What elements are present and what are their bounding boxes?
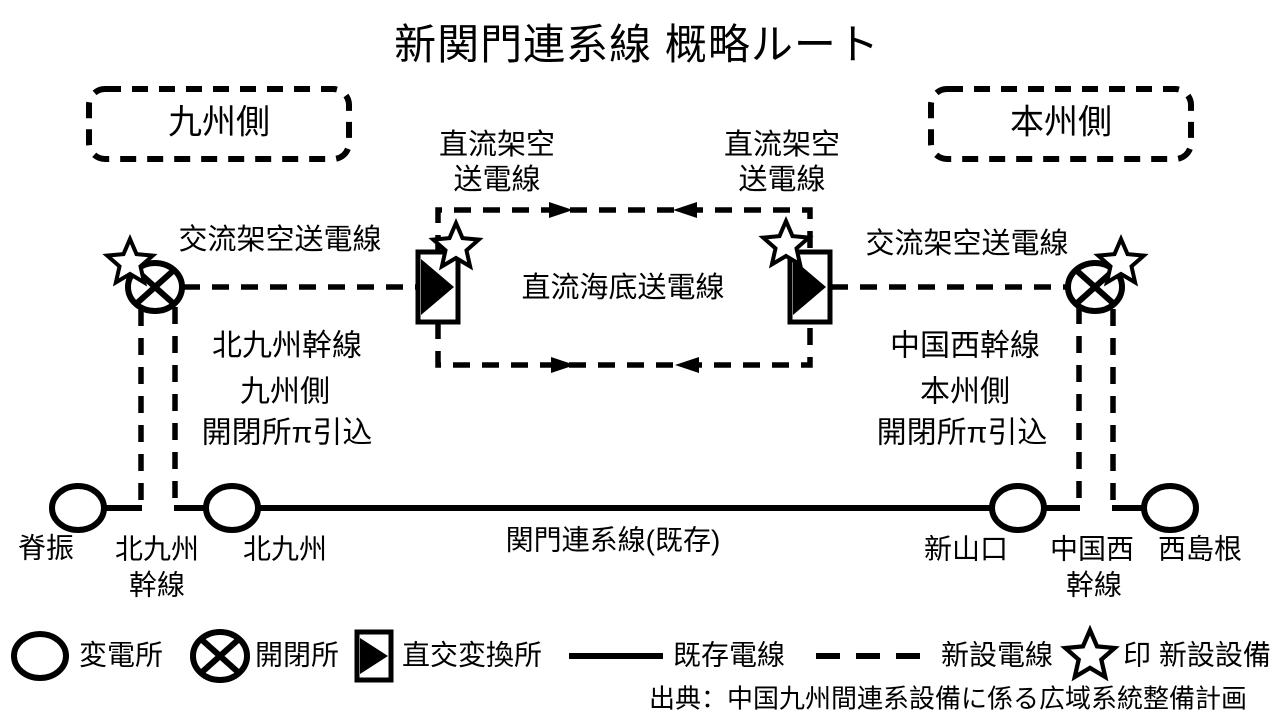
substation-icon-kitakyushu: [206, 486, 258, 530]
pull-in-note-right-line1: 中国西幹線: [890, 329, 1040, 363]
dc-submarine-line: [435, 322, 813, 368]
station-label-chugoku-west-trunk-line1: 中国西: [1049, 533, 1135, 565]
arrow-left-icon: [673, 202, 697, 218]
station-label-kitakyushu: 北九州: [242, 533, 328, 565]
arrow-left-icon: [675, 357, 699, 373]
dc-submarine-label: 直流海底送電線: [521, 272, 725, 305]
legend-new-line-label: 新設電線: [940, 639, 1054, 671]
page-title: 新関門連系線 概略ルート: [394, 20, 880, 68]
source-citation: 出典：中国九州間連系設備に係る広域系統整備計画: [648, 683, 1248, 714]
pull-in-note-right-line2: 本州側: [920, 375, 1010, 409]
substation-icon-shinyamaguchi: [992, 486, 1044, 530]
legend-switching-station-icon: [193, 632, 247, 680]
pull-in-note-left-line1: 北九州幹線: [212, 329, 362, 363]
legend-substation-icon: [14, 634, 66, 678]
station-label-kitakyushu-trunk-line1: 北九州: [114, 533, 200, 565]
legend-existing-line-label: 既存電線: [672, 639, 786, 671]
ac-overhead-right-label: 交流架空送電線: [865, 228, 1069, 261]
kyushu-side-box: [86, 86, 352, 162]
pull-in-note-left-line3: 開閉所π引込: [201, 416, 373, 450]
station-label-kitakyushu-trunk-line2: 幹線: [128, 569, 186, 601]
station-label-sefuri: 脊振: [17, 532, 75, 564]
station-label-shin-yamaguchi: 新山口: [923, 533, 1009, 565]
kyushu-side-label: 九州側: [168, 103, 270, 142]
legend-converter-station-label: 直交変換所: [401, 639, 543, 671]
dc-overhead-left-label-line1: 直流架空: [438, 129, 556, 162]
dc-overhead-left-label-line2: 送電線: [453, 164, 541, 197]
ac-overhead-left-label: 交流架空送電線: [178, 224, 382, 257]
kanmon-existing-label: 関門連系線(既存): [505, 524, 721, 556]
arrow-right-icon: [549, 202, 573, 218]
pull-in-note-left-line2: 九州側: [240, 375, 330, 409]
substation-icon-nishishimane: [1144, 486, 1196, 530]
station-label-chugoku-west-trunk-line2: 幹線: [1065, 569, 1123, 601]
legend-switching-station-label: 開閉所: [254, 639, 340, 671]
arrow-right-icon: [551, 357, 575, 373]
honshu-side-label: 本州側: [1010, 103, 1112, 142]
dc-overhead-right-label-line2: 送電線: [738, 164, 826, 197]
legend-converter-triangle-icon: [360, 638, 388, 674]
honshu-side-box: [928, 86, 1194, 162]
substation-icon-sefuri: [52, 486, 104, 530]
legend-substation-label: 変電所: [78, 639, 164, 671]
pull-in-note-right-line3: 開閉所π引込: [876, 416, 1048, 450]
legend-star-icon: [1065, 630, 1114, 677]
dc-overhead-right-label-line1: 直流架空: [723, 129, 841, 162]
dc-overhead-line-top: [435, 207, 813, 252]
legend-new-equipment-label: 印 新設設備: [1123, 639, 1271, 671]
station-label-nishi-shimane: 西島根: [1157, 533, 1243, 565]
